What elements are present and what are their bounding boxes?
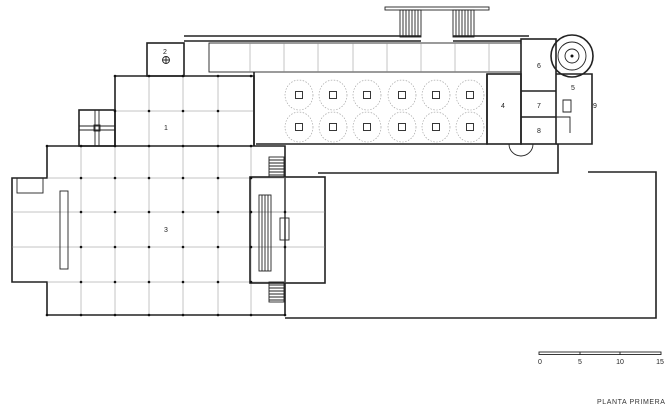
room-3: 3 <box>11 145 286 316</box>
room-2: 2 <box>146 42 185 77</box>
top-stair-left <box>399 9 422 38</box>
stair-upper <box>268 156 285 178</box>
room-label-5: 5 <box>571 85 575 92</box>
room-label-6: 6 <box>537 63 541 70</box>
hall-annex <box>249 156 326 303</box>
skylight-gallery <box>253 72 488 146</box>
spiral-stair <box>550 34 594 78</box>
room-1: 1 <box>114 75 255 146</box>
courtyard-wall <box>285 144 657 319</box>
room-label-1: 1 <box>164 125 168 132</box>
upper-corridor <box>184 35 529 73</box>
room-label-2: 2 <box>163 49 167 56</box>
room-label-7: 7 <box>537 103 541 110</box>
room-label-8: 8 <box>537 128 541 135</box>
skylights <box>284 79 485 143</box>
counter <box>16 177 44 194</box>
columns <box>45 74 287 317</box>
room-5: 5 9 <box>556 73 597 145</box>
scale-label-0: 0 <box>538 359 542 366</box>
roof-canopy <box>384 6 490 38</box>
scale-bar: 0 5 10 15 <box>538 351 664 366</box>
scale-label-15: 15 <box>656 359 664 366</box>
room-label-3: 3 <box>164 227 168 234</box>
rooms-6-7-8: 6 7 8 <box>520 38 557 145</box>
scale-label-10: 10 <box>616 359 624 366</box>
room-label-4: 4 <box>501 103 505 110</box>
annex-bench <box>279 217 290 241</box>
stair-lower <box>268 281 285 303</box>
top-stair-right <box>452 9 475 38</box>
room-label-9: 9 <box>593 103 597 110</box>
curved-door <box>508 143 534 157</box>
plan-title: PLANTA PRIMERA <box>597 399 666 406</box>
stair-block <box>78 109 116 147</box>
display-bench <box>59 190 69 270</box>
scale-label-5: 5 <box>578 359 582 366</box>
